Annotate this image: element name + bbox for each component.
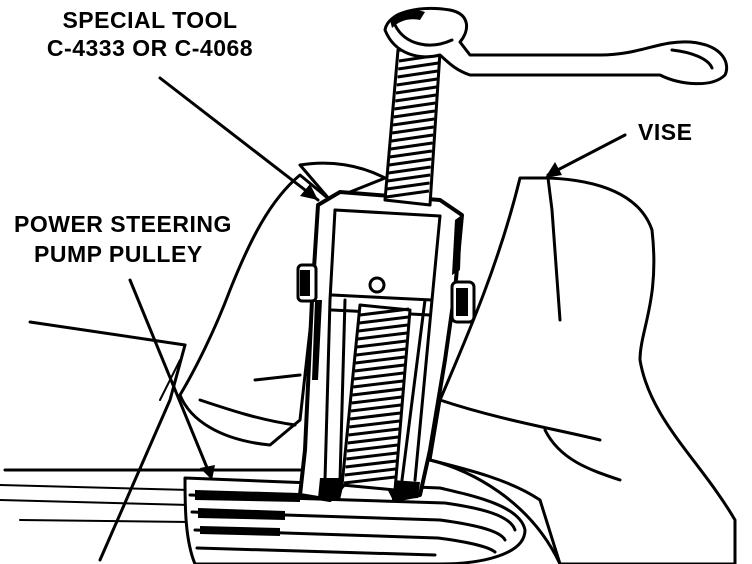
pulley-label-line1: POWER STEERING	[14, 211, 232, 237]
bench-surface	[0, 320, 562, 564]
screw-thread	[356, 347, 406, 357]
screw-thread	[359, 315, 409, 325]
screw-thread	[385, 189, 430, 199]
screw-thread	[396, 77, 438, 87]
leader-lines	[128, 76, 627, 480]
screw-thread	[344, 467, 396, 477]
screw-thread	[350, 403, 402, 413]
screw-thread	[353, 371, 404, 381]
screw-thread	[391, 133, 434, 143]
screw-thread	[359, 307, 410, 317]
screw-thread	[356, 339, 407, 349]
screw-thread	[397, 69, 439, 79]
t-handle	[383, 6, 729, 86]
screw-thread	[355, 355, 406, 365]
screw-thread	[387, 173, 431, 183]
vise-jaw-right	[428, 176, 737, 564]
screw-thread	[392, 117, 435, 127]
screw-thread	[394, 101, 436, 111]
screw-thread	[348, 427, 400, 437]
screw-thread	[354, 363, 405, 373]
pulley-label-line2: PUMP PULLEY	[34, 241, 203, 267]
power-steering-pump-pulley	[183, 476, 527, 564]
vise-label: VISE	[638, 119, 692, 145]
special-tool-label-line2: C-4333 OR C-4068	[47, 35, 253, 61]
screw-thread	[352, 379, 404, 389]
screw-thread	[343, 475, 396, 485]
screw-thread	[388, 157, 432, 167]
special-tool-label-line1: SPECIAL TOOL	[62, 7, 237, 33]
screw-thread	[346, 451, 398, 461]
forcing-screw	[340, 48, 442, 492]
screw-thread	[352, 387, 403, 397]
screw-thread	[391, 125, 434, 135]
screw-thread	[345, 459, 397, 469]
screw-thread	[347, 435, 399, 445]
screw-thread	[357, 331, 408, 341]
screw-thread	[346, 443, 398, 453]
screw-thread	[351, 395, 402, 405]
screw-thread	[394, 93, 437, 103]
screw-thread	[358, 323, 408, 333]
screw-thread	[388, 165, 432, 175]
screw-thread	[390, 141, 433, 151]
screw-thread	[397, 61, 439, 71]
screw-thread	[349, 419, 400, 429]
screw-thread	[393, 109, 436, 119]
screw-thread	[349, 411, 401, 421]
screw-thread	[386, 181, 430, 191]
vise-jaw-left	[178, 161, 387, 447]
screw-thread	[389, 149, 433, 159]
screw-thread	[395, 85, 437, 95]
